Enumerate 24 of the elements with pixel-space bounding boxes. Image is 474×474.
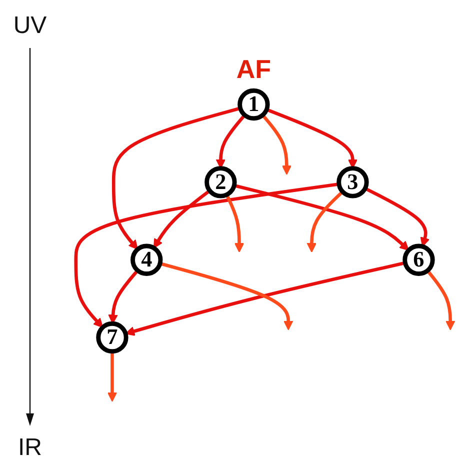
node-circle: 3: [336, 166, 369, 198]
arrow: [153, 188, 211, 248]
node-circle: 4: [130, 243, 163, 276]
arrow: [234, 184, 410, 250]
node-circle: 7: [96, 321, 128, 354]
arrow: [306, 190, 344, 252]
node-circle: 1: [238, 88, 270, 120]
arrow: [261, 114, 292, 174]
node-caption: AF: [236, 54, 271, 84]
axis-label: IR: [18, 434, 42, 462]
node-circle: 2: [204, 166, 237, 198]
arrow: [112, 106, 241, 250]
axis-label: UV: [13, 12, 47, 40]
arrow: [74, 182, 340, 328]
node-circle: 6: [402, 243, 435, 276]
arrow: [108, 268, 139, 324]
arrow: [364, 186, 430, 247]
arrow: [225, 194, 244, 252]
arrow: [426, 269, 456, 330]
arrow: [160, 262, 294, 330]
arrow: [266, 108, 358, 168]
arrow: [107, 351, 118, 402]
arrow: [216, 114, 246, 168]
arrow: [125, 260, 406, 336]
